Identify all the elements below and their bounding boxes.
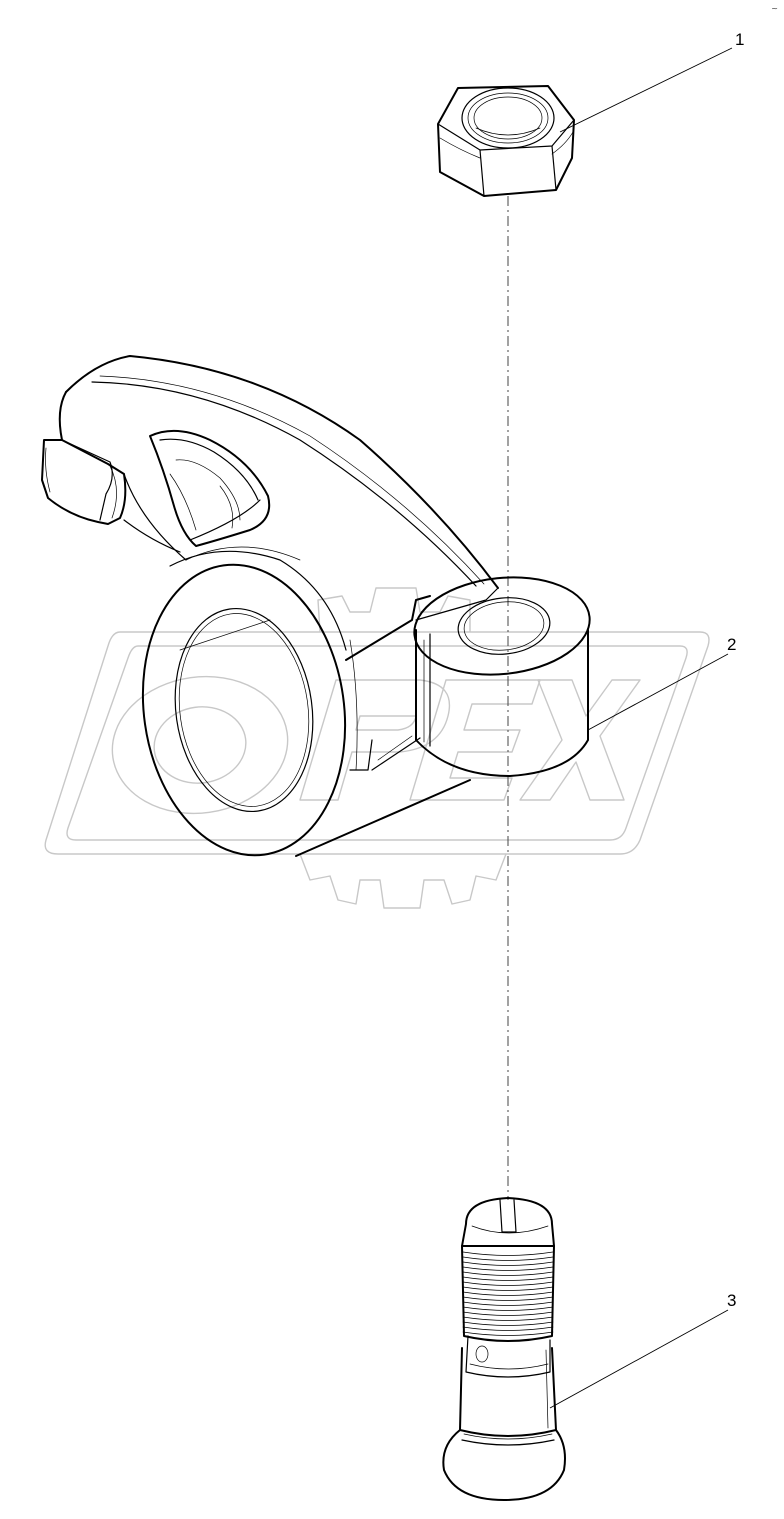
- watermark-letter-o: [111, 675, 289, 815]
- rocker-arm-boss-top: [413, 576, 591, 676]
- thread-ridge: [462, 1276, 554, 1281]
- callout-1-leader: [559, 47, 733, 133]
- watermark-letter-o-inner: [153, 706, 247, 784]
- thread-ridge: [462, 1311, 554, 1316]
- watermark-logo: [44, 587, 710, 909]
- thread-ridge: [462, 1286, 554, 1291]
- thread-ridge: [462, 1331, 554, 1336]
- callout-label-2: 2: [727, 635, 737, 654]
- thread-ridge: [462, 1266, 554, 1271]
- rocker-arm-pivot-bore: [174, 607, 314, 813]
- adjusting-screw-thread: [461, 1245, 555, 1342]
- thread-ridge: [462, 1281, 554, 1286]
- watermark-gear-top: [317, 587, 471, 633]
- adjusting-screw-ball-end: [442, 1429, 566, 1501]
- hex-nut-outline: [437, 85, 575, 197]
- thread-ridge: [462, 1326, 554, 1331]
- thread-ridge: [462, 1291, 554, 1296]
- hex-nut-part: [437, 85, 575, 197]
- rocker-arm-pivot-hub: [141, 563, 347, 857]
- callout-2-leader: [587, 653, 729, 731]
- adjusting-screw-head: [461, 1197, 555, 1247]
- thread-ridge: [462, 1256, 554, 1261]
- thread-ridge: [462, 1251, 554, 1256]
- rocker-arm-top-curve: [65, 355, 499, 589]
- rocker-arm-window: [149, 429, 271, 547]
- adjusting-screw-body: [459, 1347, 557, 1437]
- watermark-badge-outline: [44, 631, 710, 855]
- watermark-gear-teeth: [299, 853, 507, 909]
- thread-ridge: [462, 1316, 554, 1321]
- rocker-arm-pad: [41, 439, 127, 525]
- thread-ridge: [462, 1321, 554, 1326]
- watermark-badge-inner: [66, 645, 688, 841]
- corner-mark: ~: [771, 4, 778, 13]
- rocker-arm-boss-outer: [415, 629, 589, 777]
- thread-ridge: [462, 1301, 554, 1306]
- hex-nut-bore: [461, 87, 555, 149]
- thread-ridge: [462, 1261, 554, 1266]
- callout-label-3: 3: [727, 1291, 737, 1310]
- rocker-arm-part: [41, 355, 591, 857]
- watermark-letter-x: [519, 679, 641, 801]
- callout-3-leader: [549, 1309, 729, 1409]
- thread-ridge: [462, 1306, 554, 1311]
- watermark-letter-p: [299, 679, 451, 801]
- adjusting-screw-part: [442, 1197, 566, 1501]
- rocker-arm-boss-bore: [457, 597, 551, 655]
- thread-ridge: [462, 1271, 554, 1276]
- callout-label-1: 1: [735, 30, 745, 49]
- thread-ridge: [462, 1296, 554, 1301]
